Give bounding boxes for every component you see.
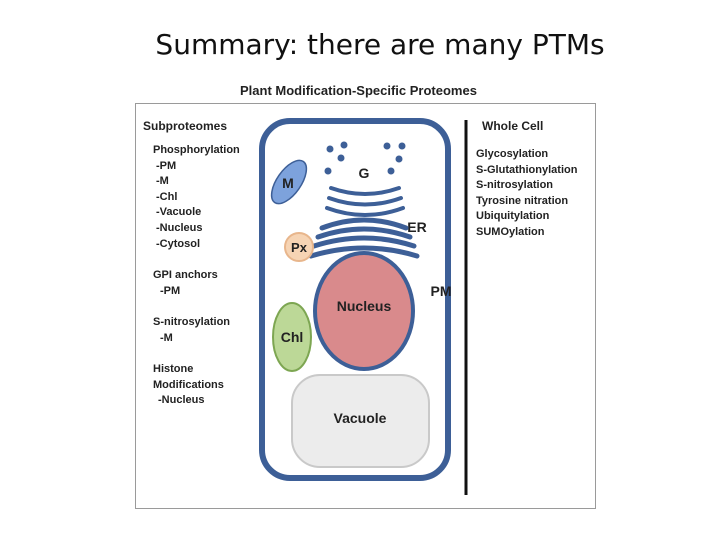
gpi-anchors-group: GPI anchors -PM [153,268,218,299]
group-item: -PM [160,284,181,297]
whole-cell-item: SUMOylation [476,225,545,238]
chloroplast [272,302,312,372]
group-name-line2: Modifications [153,378,224,391]
mitochondrion [270,159,308,205]
group-item: -Cytosol [156,237,200,250]
group-item: -M [160,331,173,344]
nucleus-label: Nucleus [337,298,392,314]
group-item: -M [156,175,169,188]
er-membrane [308,245,420,259]
s-nitrosylation-group: S-nitrosylation -M [153,315,230,346]
figure-title: Plant Modification-Specific Proteomes [240,83,477,98]
mitochondrion-label: M [282,175,294,191]
subproteomes-heading: Subproteomes [143,119,228,133]
er-membrane [319,217,409,231]
whole-cell-item: S-nitrosylation [476,179,554,192]
vacuole [291,374,430,468]
group-item: -Vacuole [156,206,202,219]
group-name: S-nitrosylation [153,316,231,328]
group-item: -Nucleus [156,221,203,234]
whole-cell-item: Ubiquitylation [476,210,550,223]
golgi-cisterna [325,206,405,217]
slide-title: Summary: there are many PTMs [155,28,605,61]
golgi-label: G [359,165,370,181]
vesicle [326,145,334,153]
vesicle [383,142,391,150]
group-name: Phosphorylation [153,144,240,156]
nucleus [313,251,415,371]
plasma-membrane-label: PM [431,283,452,299]
group-name: GPI anchors [153,269,218,281]
endoplasmic-reticulum [308,217,420,259]
phosphorylation-group: Phosphorylation -PM -M -Chl -Vacuole -Nu… [153,143,240,252]
whole-cell-heading: Whole Cell [482,119,544,133]
whole-cell-list: Glycosylation S-Glutathionylation S-nitr… [476,147,577,241]
chloroplast-label: Chl [281,329,304,345]
er-membrane [315,226,413,240]
vesicle [340,141,348,149]
figure-frame [135,103,596,509]
vesicle [395,155,403,163]
vesicle [337,154,345,162]
vesicle [398,142,406,150]
group-item: -Nucleus [158,394,205,407]
whole-cell-item: S-Glutathionylation [476,163,578,176]
peroxisome [284,232,314,262]
peroxisome-label: Px [291,240,308,255]
group-item: -PM [156,159,177,172]
whole-cell-item: Glycosylation [476,148,549,160]
histone-group: Histone Modifications -Nucleus [153,362,224,409]
er-membrane [311,235,417,249]
vacuole-label: Vacuole [334,410,387,426]
group-name: Histone [153,363,194,375]
golgi-cisterna [329,186,401,196]
golgi-vesicles [324,141,406,175]
vesicle [387,167,395,175]
golgi-cisterna [327,196,403,207]
group-item: -Chl [156,190,178,203]
whole-cell-item: Tyrosine nitration [476,194,569,207]
golgi-stacks [325,186,405,217]
er-label: ER [407,219,426,235]
vesicle [324,167,332,175]
